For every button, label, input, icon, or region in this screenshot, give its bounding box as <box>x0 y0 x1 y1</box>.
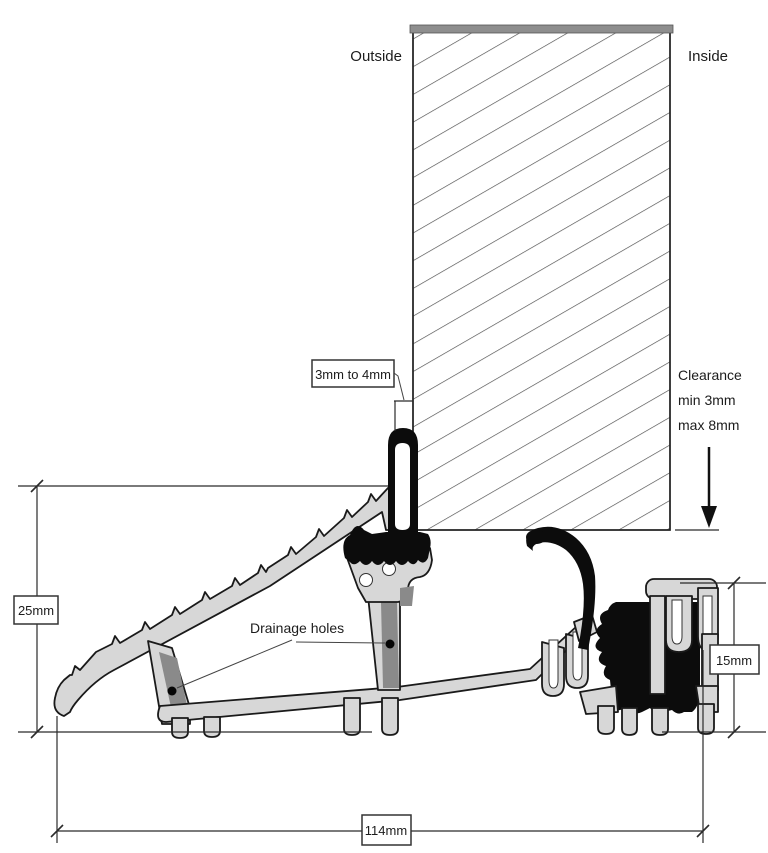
dimension-15mm: 15mm <box>662 576 766 739</box>
door-hatching <box>413 32 670 530</box>
flipper-seal-head <box>526 530 546 544</box>
centre-flipper-seal <box>526 526 596 650</box>
inside-label: Inside <box>688 48 728 65</box>
gap-label: 3mm to 4mm <box>315 367 391 382</box>
gap-leader-line <box>393 372 405 401</box>
clearance-label-line1: Clearance <box>678 367 742 383</box>
base-plate <box>157 625 584 723</box>
dimension-tick <box>696 824 710 838</box>
foot <box>621 707 638 736</box>
dimension-label-25mm: 25mm <box>18 603 54 618</box>
dimension-tick <box>727 576 741 590</box>
dimension-tick <box>30 479 44 493</box>
gap-annotation: 3mm to 4mm <box>311 359 413 431</box>
dimension-114mm: 114mm <box>50 650 710 846</box>
clearance-annotation: Clearance min 3mm max 8mm <box>675 367 742 531</box>
dimension-label-15mm: 15mm <box>716 653 752 668</box>
channel-shadow <box>400 586 414 606</box>
foot <box>171 717 189 739</box>
clearance-label-line2: min 3mm <box>678 392 736 408</box>
drainage-annotation: Drainage holes <box>176 620 386 689</box>
hook-slot <box>671 599 683 645</box>
finger-slot <box>548 639 559 689</box>
foot <box>597 705 615 735</box>
dimension-tick <box>30 725 44 739</box>
dimension-box <box>709 644 760 675</box>
drainage-leader-right <box>295 641 386 644</box>
drainage-hole-right <box>385 639 395 649</box>
drainage-label: Drainage holes <box>250 620 344 636</box>
dimension-tick <box>50 824 64 838</box>
drainage-leader-left <box>176 639 293 689</box>
dimension-tick <box>727 725 741 739</box>
door-top-cap <box>409 24 674 34</box>
drainage-hole-left <box>167 686 177 696</box>
dimension-box <box>13 595 59 625</box>
door-panel <box>409 24 674 531</box>
loop-seal-slot <box>395 443 410 530</box>
dimension-box <box>361 814 412 846</box>
foot <box>651 707 669 736</box>
left-strut-shadow <box>159 652 188 712</box>
screw-port <box>359 573 373 587</box>
dimension-25mm: 25mm <box>13 479 388 739</box>
clearance-label-line3: max 8mm <box>678 417 739 433</box>
outside-label: Outside <box>350 48 402 65</box>
foot <box>697 703 715 735</box>
end-cap-left-wall <box>649 595 666 695</box>
gap-label-box <box>311 359 395 388</box>
ramp-band <box>53 486 395 717</box>
weather-seals <box>343 428 596 650</box>
foot <box>203 716 221 738</box>
foot <box>381 697 399 736</box>
foot <box>343 697 361 736</box>
clearance-arrow-head <box>701 506 717 528</box>
dimension-label-114mm: 114mm <box>365 823 407 838</box>
